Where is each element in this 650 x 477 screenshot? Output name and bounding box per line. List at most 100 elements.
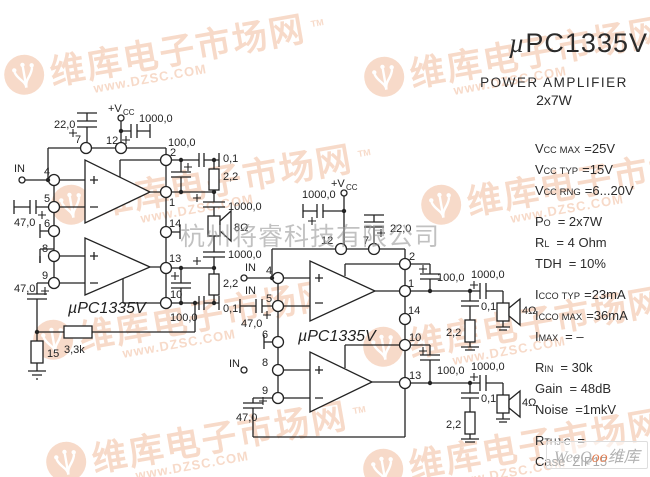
dzsc-logo-icon: [46, 441, 87, 477]
cap-label: 1000,0: [471, 361, 505, 373]
pin-number: 1: [169, 197, 175, 209]
subtitle: POWER AMPLIFIER: [480, 75, 628, 90]
cap-label: 1000,0: [471, 269, 505, 281]
cap-label: 1000,0: [228, 201, 262, 213]
pin-number: 14: [169, 218, 181, 230]
vcc-sub-label: CC: [346, 183, 358, 192]
spec-line: Gain= 48dB: [535, 381, 612, 396]
title-text: PC1335V: [525, 28, 648, 58]
spec-line: RL= 4 Ohm: [535, 235, 607, 250]
vcc-label: +V: [108, 103, 122, 115]
pin-number: 13: [169, 253, 181, 265]
pin-number: 10: [170, 289, 182, 301]
dzsc-logo-icon: [364, 56, 405, 97]
pin-number: 5: [44, 193, 50, 205]
speakers: [207, 209, 521, 419]
cap-label: 0,1: [223, 153, 238, 165]
pin-number: 2: [409, 251, 415, 263]
pin-number: 12: [106, 135, 118, 147]
dzsc-logo-icon: [363, 448, 404, 477]
cap-label: 1000,0: [302, 189, 336, 201]
left-circuit-labels: +V CC 22,0 1000,0 IN 47,0 47,0 100,0 0,1…: [14, 103, 262, 360]
cap-label: 1000,0: [228, 249, 262, 261]
ic-name: µPC1335V: [67, 300, 147, 317]
spec-line: IMAX= –: [535, 329, 584, 344]
mu-prefix: µ: [508, 28, 526, 58]
pin-number: 10: [409, 332, 421, 344]
resistors: [30, 168, 476, 435]
cap-label: 100,0: [437, 365, 465, 377]
pin-number: 12: [321, 235, 333, 247]
pin-number: 8: [262, 357, 268, 369]
resistor-label: 2,2: [223, 171, 238, 183]
speaker-label: 8Ω: [234, 222, 248, 234]
op-amp-triangles: [84, 158, 377, 414]
cap-label: 0,1: [481, 393, 496, 405]
input-label: IN: [245, 262, 256, 274]
cap-label: 100,0: [170, 312, 198, 324]
opamp-input-marks: [90, 176, 323, 399]
cap-label: 47,0: [14, 283, 35, 295]
io-terminals: [18, 114, 348, 374]
pin-number: 4: [44, 166, 50, 178]
junction-dots: [34, 128, 473, 386]
right-circuit-wiring: [239, 196, 510, 443]
pin-number: 14: [408, 305, 420, 317]
resistor-label: 2,2: [446, 419, 461, 431]
resistor-label: 15: [47, 348, 59, 360]
cap-label: 0,1: [481, 301, 496, 313]
cap-label: 47,0: [241, 318, 262, 330]
pin-number: 8: [42, 243, 48, 255]
badge-pre: WeeQ: [554, 449, 592, 466]
pin-number: 1: [408, 278, 414, 290]
resistor-label: 2,2: [446, 327, 461, 339]
page-title: µPC1335V: [460, 28, 648, 59]
power-rating: 2x7W: [536, 92, 572, 108]
dzsc-logo-icon: [51, 184, 92, 225]
resistor-label: 2,2: [223, 278, 238, 290]
spec-line: TDH= 10%: [535, 256, 606, 271]
spec-line: PO= 2x7W: [535, 214, 603, 229]
pin-number: 6: [262, 329, 268, 341]
ic-pin-terminals: [47, 141, 412, 405]
right-circuit-labels: +V CC 1000,0 22,0 IN IN 47,0 IN 47,0 µPC…: [229, 178, 536, 431]
dzsc-logo-icon: [4, 54, 45, 95]
speaker-label: 4Ω: [522, 397, 536, 409]
badge-suffix: 维库: [607, 449, 640, 466]
pin-number: 9: [42, 270, 48, 282]
weeqoo-badge: WeeQoo维库: [546, 441, 648, 469]
vcc-sub-label: CC: [123, 108, 135, 117]
pin-number: 7: [75, 134, 81, 146]
badge-oo: oo: [591, 449, 608, 466]
spec-line: RIN= 30k: [535, 360, 593, 375]
input-label: IN: [245, 285, 256, 297]
cap-label: 1000,0: [139, 113, 173, 125]
cap-label: 47,0: [14, 217, 35, 229]
company-watermark: 杭州将睿科技有限公司: [180, 223, 441, 251]
vcc-label: +V: [331, 178, 345, 190]
title-block: µPC1335V POWER AMPLIFIER 2x7W: [460, 28, 648, 108]
input-label: IN: [229, 358, 240, 370]
capacitor-polarity-marks: [38, 129, 478, 405]
dzsc-logo-icon: [421, 184, 462, 225]
input-label: IN: [14, 163, 25, 175]
pin-number: 7: [363, 235, 369, 247]
pin-number: 4: [266, 265, 272, 277]
pin-number: 9: [262, 385, 268, 397]
pin-number: 5: [266, 293, 272, 305]
